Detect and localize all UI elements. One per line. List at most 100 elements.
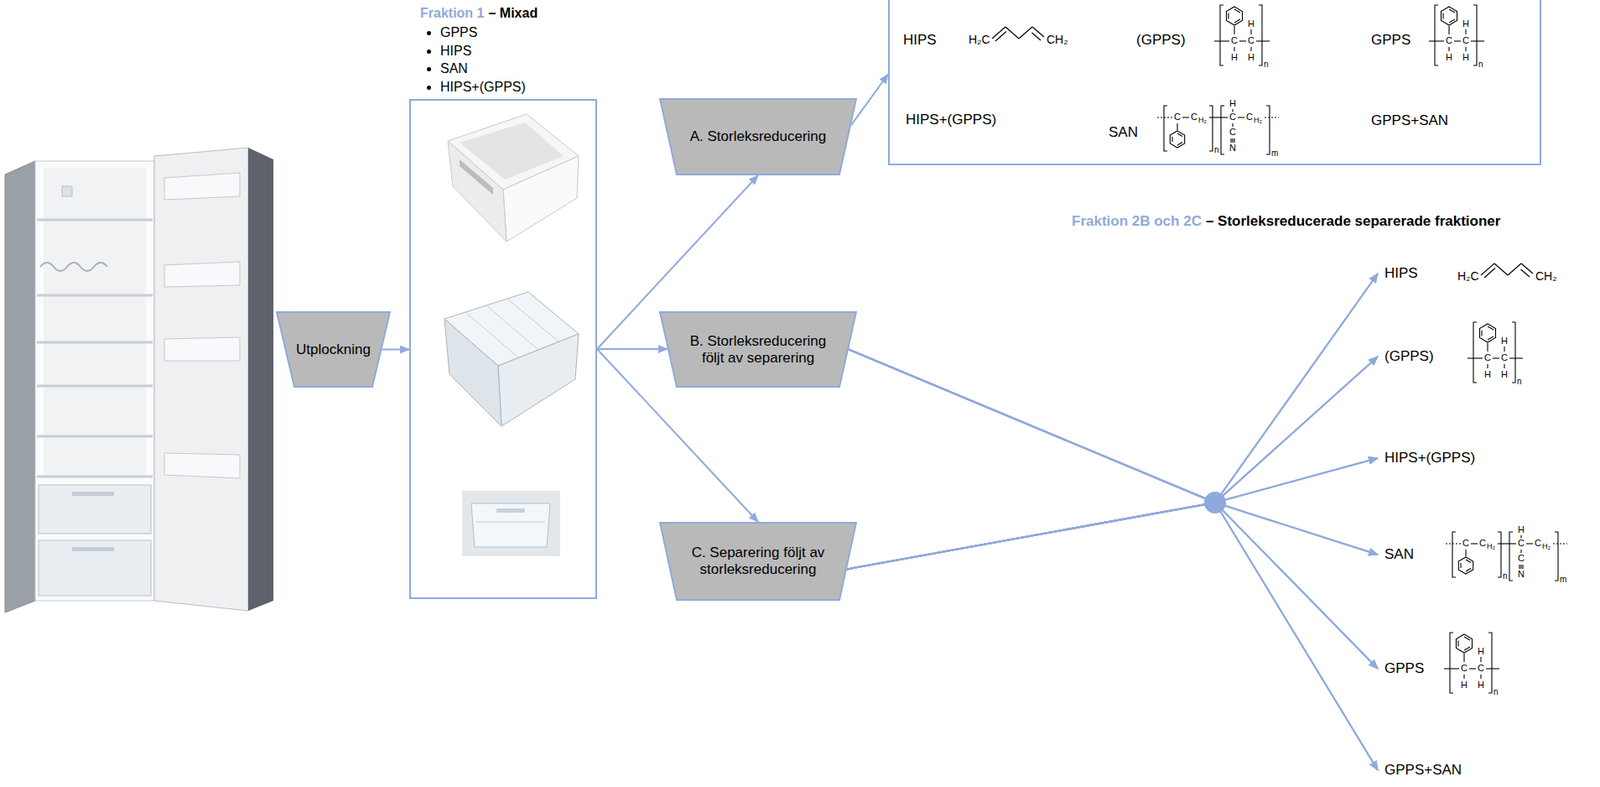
formula-atom: C — [1462, 36, 1470, 46]
material-name: HIPS — [1384, 264, 1419, 282]
trapezoid-outline — [659, 311, 857, 387]
formula-atom: H₂C — [968, 33, 991, 46]
section-heading: Fraktion 2B och 2C– Storleksreducerade s… — [1071, 212, 1501, 230]
crisper-grid — [486, 305, 539, 350]
formula-atom: H₂ — [1198, 116, 1207, 125]
flow-arrow — [846, 502, 1378, 569]
flow-arrow — [848, 349, 1378, 771]
list-item: HIPS — [440, 41, 538, 61]
list-item: SAN — [440, 59, 538, 78]
formula-atom: C — [1231, 36, 1238, 46]
formula-atom: H — [1460, 680, 1468, 690]
fraction-description: – Storleksreducerade separerade fraktion… — [1205, 212, 1502, 229]
styrene-bonds — [1428, 5, 1485, 66]
crisper-grid — [507, 298, 559, 342]
process-label: B. Storleksreducering följt av separerin… — [678, 332, 838, 367]
flow-arrow — [846, 502, 1378, 770]
fridge-drawer — [38, 540, 151, 596]
formula-atom: C — [1246, 112, 1253, 122]
photo-drawer-handle — [496, 508, 525, 513]
butadiene-bonds — [992, 26, 1045, 42]
material-name: GPPS — [440, 25, 478, 40]
formula-atom: C — [1460, 663, 1468, 673]
formula-atom: H — [1247, 19, 1255, 29]
flow-arrow — [597, 348, 668, 350]
crisper-side — [444, 318, 502, 426]
formula-atom: n — [1516, 377, 1523, 386]
formula-atom: C — [1445, 36, 1453, 46]
formula-atom: H — [1462, 52, 1470, 63]
material-name: GPPS+SAN — [1371, 112, 1449, 130]
fraction-item: SAN — [1377, 544, 1418, 565]
fridge-shelf — [36, 341, 153, 344]
process-label: C. Separering följt av storleksreducerin… — [678, 544, 838, 578]
fridge-back-wall — [43, 167, 146, 478]
process-trapezoid: B. Storleksreducering följt av separerin… — [659, 311, 858, 388]
formula-atom: H — [1462, 19, 1470, 29]
material-name: HIPS+(GPPS) — [1384, 449, 1476, 467]
item-list: GPPSHIPSSAN HIPS+(GPPS) — [420, 23, 538, 96]
list-item: HIPS+(GPPS) — [440, 77, 538, 97]
formula-atom: n — [1502, 571, 1508, 581]
fraction-box: Fraktion 1– MixadGPPSHIPSSANHIPS+(GPPS) — [409, 98, 598, 599]
fraction-item: (GPPS) — [1377, 346, 1438, 367]
formula-atom: H₂C — [1457, 270, 1480, 282]
fraction-name: Fraktion 2B och 2C — [1071, 212, 1202, 229]
fraction-box: HIPS(GPPS)GPPSHIPS+(GPPS)SANGPPS+SAN — [888, 0, 1542, 166]
fridge-interior — [35, 161, 155, 601]
fridge-shelf — [36, 294, 153, 297]
material-name: HIPS+(GPPS) — [440, 79, 526, 94]
flow-arrow — [382, 348, 411, 351]
drawer-illustration — [447, 114, 579, 242]
fraction-item: GPPS+SAN — [1377, 759, 1465, 780]
material-name: SAN — [440, 61, 468, 76]
formula-atom: C — [1479, 538, 1486, 548]
flow-arrow — [846, 273, 1378, 569]
formula-atom: H₂ — [1253, 116, 1263, 125]
formula-atom: C — [1477, 663, 1485, 673]
formula-atom: H — [1517, 524, 1525, 535]
wine-rack — [40, 262, 108, 271]
flow-arrow — [848, 349, 1378, 670]
drawer-handle — [72, 491, 115, 496]
butadiene-bonds — [1480, 263, 1533, 278]
formula-atom: n — [1214, 145, 1220, 155]
trapezoid-outline — [276, 311, 390, 387]
material-name: HIPS — [903, 31, 937, 49]
formula-atom: C — [1229, 127, 1237, 137]
formula-atom: C — [1517, 553, 1525, 563]
process-trapezoid: C. Separering följt av storleksreducerin… — [659, 521, 858, 601]
formula-atom: H — [1477, 646, 1485, 656]
process-trapezoid: A. Storleksreducering — [659, 98, 858, 176]
material-name: HIPS+(GPPS) — [905, 111, 997, 129]
fridge-shelf — [36, 384, 153, 388]
fraction-item: HIPS — [1377, 263, 1422, 284]
label-column: B. Storleksreducering följt av separerin… — [678, 332, 838, 367]
fraction-heading: Fraktion 1– MixadGPPSHIPSSAN HIPS+(GPPS) — [420, 5, 538, 96]
formula-atom: H₂ — [1486, 542, 1496, 551]
formula-atom: n — [1263, 60, 1269, 69]
formula-atom: N — [1517, 569, 1525, 579]
trapezoid-outline — [659, 522, 857, 600]
drawer-handle — [72, 546, 115, 551]
formula-atom: C — [1247, 36, 1255, 46]
fridge-door — [154, 147, 249, 611]
flow-arrow — [848, 349, 1378, 556]
san-bonds — [1445, 531, 1568, 581]
material-name: GPPS — [1371, 31, 1411, 49]
door-bin — [164, 452, 240, 478]
fraction-kind: – Mixad — [488, 5, 538, 21]
flow-arrow — [846, 457, 1378, 569]
drawer-front — [503, 155, 579, 242]
fridge-side — [5, 161, 36, 613]
list-item: GPPS — [440, 23, 538, 42]
door-edge — [248, 147, 274, 611]
label-column: C. Separering följt av storleksreducerin… — [678, 544, 838, 578]
fridge-shelf — [36, 218, 153, 222]
formula-atom: CH₂ — [1046, 33, 1069, 46]
heading-row: Fraktion 1– Mixad — [420, 5, 538, 22]
material-name: (GPPS) — [1384, 348, 1434, 365]
material-name: SAN — [1108, 124, 1138, 141]
styrene-bonds — [1444, 632, 1500, 693]
